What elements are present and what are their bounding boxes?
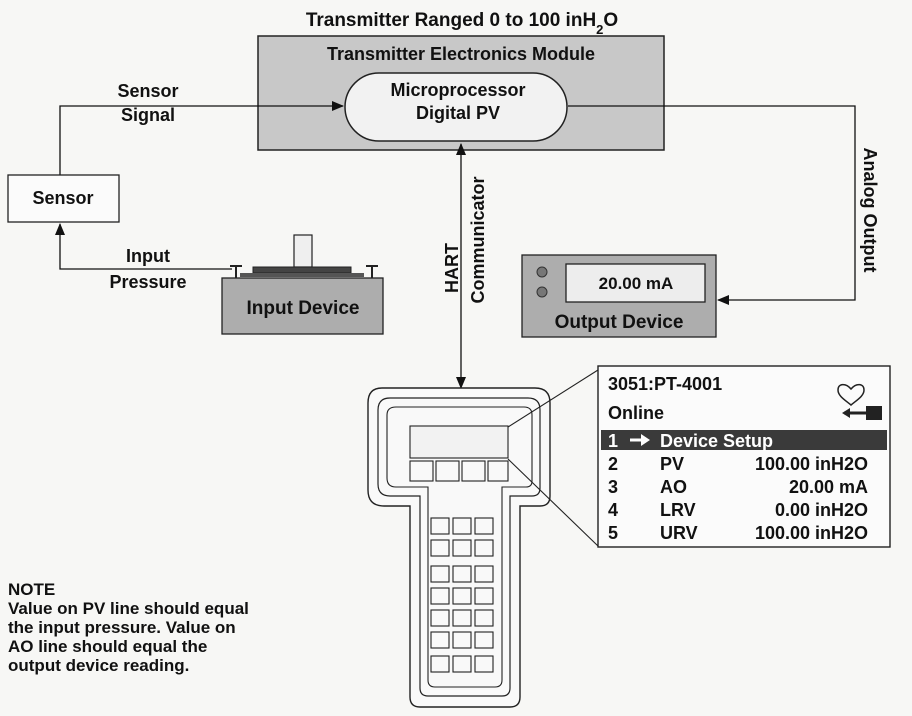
menu-label: LRV <box>660 500 696 520</box>
menu-number: 5 <box>608 523 618 543</box>
keypad-key <box>430 517 450 535</box>
diagram-title: Transmitter Ranged 0 to 100 inH2O <box>306 10 618 37</box>
hart-label: HART <box>442 243 462 293</box>
note-heading: NOTE <box>8 580 56 599</box>
menu-label: URV <box>660 523 698 543</box>
indicator-light-bottom <box>536 286 548 298</box>
input-device-icon <box>221 234 384 335</box>
back-arrow-icon <box>842 406 882 420</box>
hart-communicator-device <box>367 387 551 708</box>
input-pressure-label-1: Input <box>126 246 170 266</box>
output-display <box>565 263 706 303</box>
menu-number: 2 <box>608 454 618 474</box>
menu-row[interactable]: 2 PV 100.00 inH2O <box>608 454 868 474</box>
keypad-key <box>452 565 472 583</box>
sensor-signal-label-1: Sensor <box>117 81 178 101</box>
keypad-key <box>474 609 494 627</box>
sensor-label: Sensor <box>32 188 93 208</box>
processor-line-1: Microprocessor <box>390 80 525 100</box>
menu-label: Device Setup <box>660 431 773 451</box>
menu-value: 100.00 inH2O <box>755 523 868 543</box>
menu-value: 0.00 inH2O <box>775 500 868 520</box>
sensor-box <box>7 174 120 223</box>
sensor-signal-label-2: Signal <box>121 105 175 125</box>
keypad-key <box>474 517 494 535</box>
note-line: the input pressure. Value on <box>8 618 236 637</box>
menu-row[interactable]: 5 URV 100.00 inH2O <box>608 523 868 543</box>
keypad-key <box>474 631 494 649</box>
menu-row[interactable]: 3 AO 20.00 mA <box>608 477 868 497</box>
keypad-key <box>430 655 450 673</box>
menu-row-selected[interactable]: 1 Device Setup <box>601 430 887 451</box>
input-pressure-label-2: Pressure <box>109 272 186 292</box>
menu-label: AO <box>660 477 687 497</box>
keypad-key <box>452 539 472 557</box>
communicator-keypad <box>430 517 494 673</box>
selection-arrow-icon <box>630 434 650 446</box>
communicator-mini-screen <box>409 425 509 459</box>
keypad-key <box>452 631 472 649</box>
input-device-box <box>221 277 384 335</box>
input-device-label: Input Device <box>247 298 360 319</box>
indicator-light-top <box>536 266 548 278</box>
sensor-signal-line <box>59 101 344 175</box>
communicator-label: Communicator <box>468 176 488 303</box>
keypad-key <box>430 539 450 557</box>
menu-row[interactable]: 4 LRV 0.00 inH2O <box>608 500 868 520</box>
keypad-key <box>474 587 494 605</box>
keypad-key <box>452 587 472 605</box>
zoom-line-bottom <box>507 458 599 547</box>
analog-output-label: Analog Output <box>860 148 880 273</box>
menu-number: 4 <box>608 500 618 520</box>
keypad-key <box>430 587 450 605</box>
output-device-label: Output Device <box>555 312 684 333</box>
keypad-key <box>430 609 450 627</box>
selection-highlight <box>601 430 887 450</box>
microprocessor-box <box>344 72 568 142</box>
menu-number: 3 <box>608 477 618 497</box>
keypad-key <box>452 609 472 627</box>
menu-label: PV <box>660 454 684 474</box>
module-label: Transmitter Electronics Module <box>327 44 595 64</box>
note-line: output device reading. <box>8 656 190 675</box>
processor-line-2: Digital PV <box>416 103 500 123</box>
keypad-key <box>452 655 472 673</box>
menu-list: 1 Device Setup 2 PV 100.00 inH2O 3 AO 20.00 mA 4… <box>601 430 887 543</box>
analog-output-line <box>568 105 856 305</box>
keypad-key <box>430 631 450 649</box>
note-block: NOTE Value on PV line should equal the i… <box>8 580 308 675</box>
device-tag: 3051:PT-4001 <box>608 374 722 394</box>
menu-value: 20.00 mA <box>789 477 868 497</box>
output-reading: 20.00 mA <box>599 274 674 293</box>
menu-number: 1 <box>608 431 618 451</box>
keypad-key <box>474 539 494 557</box>
heart-icon <box>837 383 865 406</box>
input-pressure-line <box>55 223 232 270</box>
keypad-key <box>430 565 450 583</box>
menu-value: 100.00 inH2O <box>755 454 868 474</box>
keypad-key <box>474 565 494 583</box>
zoom-line-top <box>507 369 599 428</box>
keypad-key <box>452 517 472 535</box>
keypad-key <box>474 655 494 673</box>
note-line: Value on PV line should equal <box>8 599 249 618</box>
online-status: Online <box>608 403 664 423</box>
note-line: AO line should equal the <box>8 637 208 656</box>
